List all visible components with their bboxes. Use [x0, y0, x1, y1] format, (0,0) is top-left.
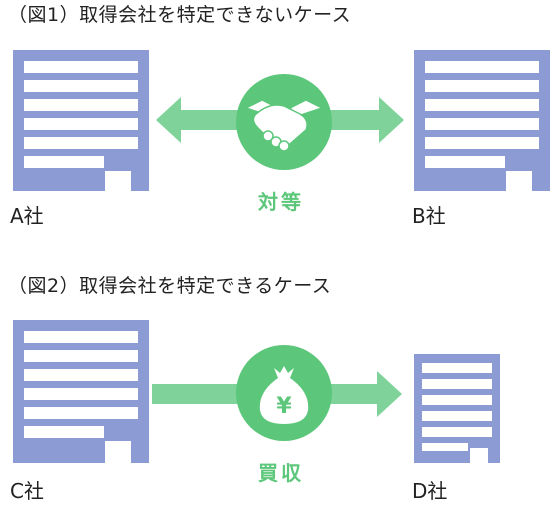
yen-symbol: ¥ [276, 394, 292, 419]
yen-money-bag-icon: ¥ [259, 366, 309, 424]
money-circle: ¥ [236, 345, 332, 441]
company-d-label: D社 [412, 479, 448, 503]
case2-heading: （図2）取得会社を特定できるケース [8, 275, 332, 297]
relation-label-1: 対等 [258, 190, 304, 214]
handshake-icon [245, 99, 323, 152]
building-d [414, 354, 500, 463]
relation-label-2: 買収 [258, 461, 304, 485]
company-c-label: C社 [10, 479, 44, 503]
company-a-label: A社 [10, 204, 44, 228]
building-c [13, 320, 149, 463]
building-a [13, 50, 149, 191]
handshake-circle [236, 74, 332, 170]
company-b-label: B社 [412, 204, 446, 228]
case1-heading: （図1）取得会社を特定できないケース [8, 4, 352, 26]
building-b [414, 50, 550, 191]
